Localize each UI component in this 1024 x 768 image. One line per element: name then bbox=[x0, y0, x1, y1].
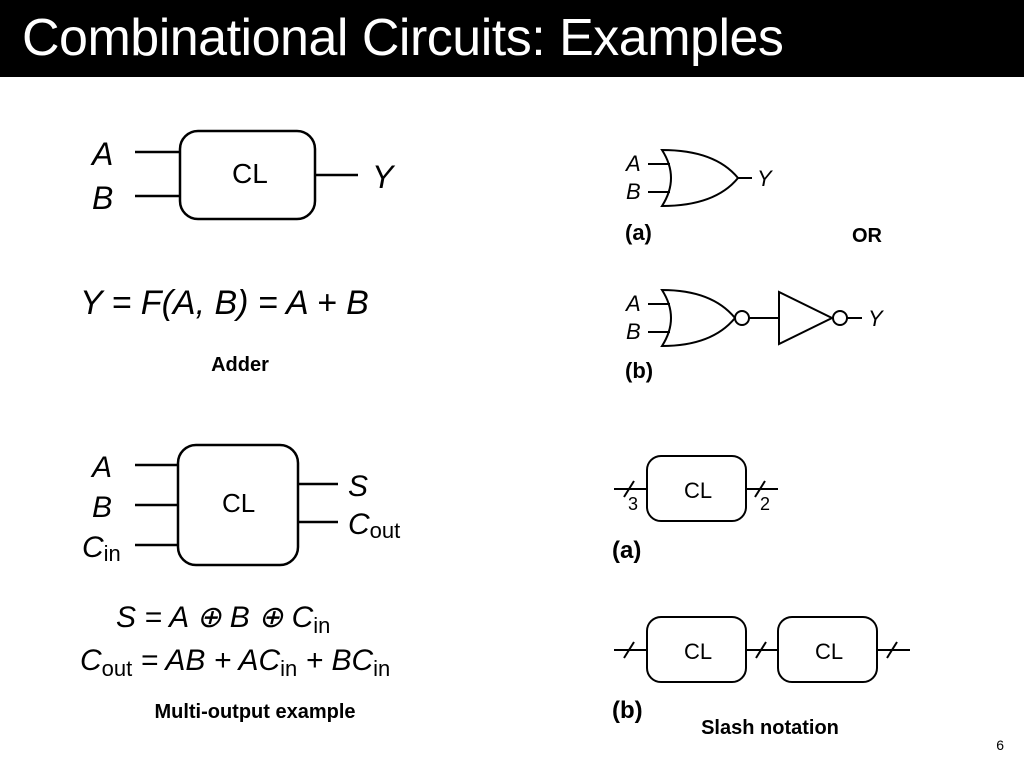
or-a-input-a: A bbox=[624, 151, 641, 176]
slash-b bbox=[614, 616, 910, 683]
or-gate-a-shape bbox=[660, 148, 740, 208]
nor-bubble bbox=[734, 310, 750, 326]
inverter-bubble bbox=[832, 310, 848, 326]
or-gate-b bbox=[648, 288, 862, 348]
or-a-output-y: Y bbox=[757, 166, 773, 191]
nor-gate-shape bbox=[660, 288, 737, 348]
slide-title: Combinational Circuits: Examples bbox=[22, 9, 784, 67]
or-b-input-b: B bbox=[626, 319, 641, 344]
or-a-tag: (a) bbox=[625, 220, 652, 245]
slash-b-input-slash bbox=[623, 641, 635, 659]
mo-cl-box bbox=[176, 443, 300, 567]
mo-equation-cout: Cout = AB + ACin + BCin bbox=[80, 644, 390, 681]
page-number: 6 bbox=[996, 737, 1004, 753]
or-gate-a bbox=[648, 148, 752, 208]
or-b-tag: (b) bbox=[625, 358, 653, 383]
mo-cl-label: CL bbox=[222, 488, 255, 518]
mo-output-cout: Cout bbox=[348, 508, 400, 543]
slash-a bbox=[614, 455, 778, 522]
adder-equation: Y = F(A, B) = A + B bbox=[80, 284, 369, 322]
slash-b-tag: (b) bbox=[612, 697, 643, 724]
mo-input-b: B bbox=[92, 491, 112, 524]
slash-a-input-slash bbox=[623, 480, 635, 498]
inverter-shape bbox=[778, 290, 835, 346]
slash-b-cl-label-2: CL bbox=[815, 639, 843, 664]
or-caption: OR bbox=[852, 225, 883, 247]
slash-caption: Slash notation bbox=[701, 717, 839, 739]
adder-input-b: B bbox=[92, 180, 113, 216]
mo-input-cin: Cin bbox=[82, 531, 121, 566]
adder-cl-label: CL bbox=[232, 158, 268, 189]
slash-b-output-slash bbox=[886, 641, 898, 659]
title-bar: Combinational Circuits: Examples bbox=[0, 0, 1024, 77]
or-b-output-y: Y bbox=[868, 306, 884, 331]
slash-a-output-slash bbox=[754, 480, 766, 498]
adder-output-y: Y bbox=[372, 159, 396, 195]
adder-input-a: A bbox=[90, 136, 113, 172]
adder-block bbox=[135, 129, 358, 221]
slash-a-output-width: 2 bbox=[760, 494, 770, 514]
adder-cl-c: CL bbox=[232, 158, 268, 189]
slash-b-mid-slash bbox=[755, 641, 767, 659]
mo-output-s: S bbox=[348, 470, 368, 503]
slash-a-tag: (a) bbox=[612, 537, 641, 564]
slash-a-cl-label: CL bbox=[684, 478, 712, 503]
mo-caption: Multi-output example bbox=[154, 701, 355, 723]
slash-b-cl-label-1: CL bbox=[684, 639, 712, 664]
or-b-input-a: A bbox=[624, 291, 641, 316]
adder-caption: Adder bbox=[211, 354, 269, 376]
or-a-input-b: B bbox=[626, 179, 641, 204]
multi-output-block bbox=[135, 443, 338, 567]
mo-equation-s: S = A ⊕ B ⊕ Cin bbox=[116, 601, 330, 638]
slash-a-input-width: 3 bbox=[628, 494, 638, 514]
mo-input-a: A bbox=[90, 451, 112, 484]
